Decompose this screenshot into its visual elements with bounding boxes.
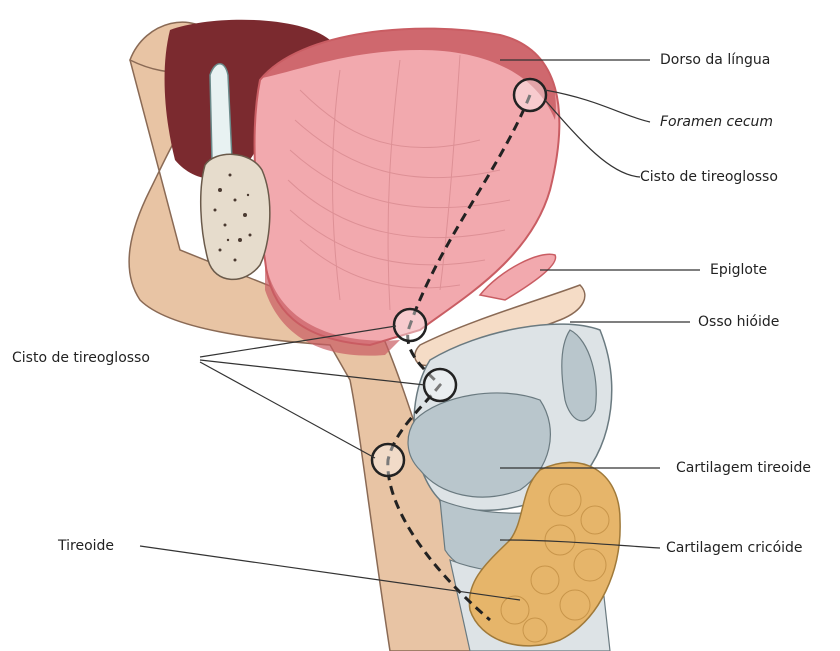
tongue: [255, 29, 560, 345]
cyst-marker-middle: [424, 369, 456, 401]
label-cisto-tireoglosso-left: Cisto de tireoglosso: [12, 350, 150, 366]
label-osso-hioide: Osso hióide: [698, 314, 779, 330]
label-cartilagem-tireoide: Cartilagem tireoide: [676, 460, 811, 476]
tooth: [210, 64, 232, 168]
label-cisto-tireoglosso-right: Cisto de tireoglosso: [640, 169, 778, 185]
label-foramen-cecum: Foramen cecum: [660, 114, 773, 130]
label-cartilagem-cricoide: Cartilagem cricóide: [666, 540, 803, 556]
label-dorso-da-lingua: Dorso da língua: [660, 52, 770, 68]
cyst-marker-upper: [394, 309, 426, 341]
cyst-foramen-marker: [514, 79, 546, 111]
cyst-marker-lower: [372, 444, 404, 476]
label-epiglote: Epiglote: [710, 262, 767, 278]
label-tireoide: Tireoide: [58, 538, 114, 554]
